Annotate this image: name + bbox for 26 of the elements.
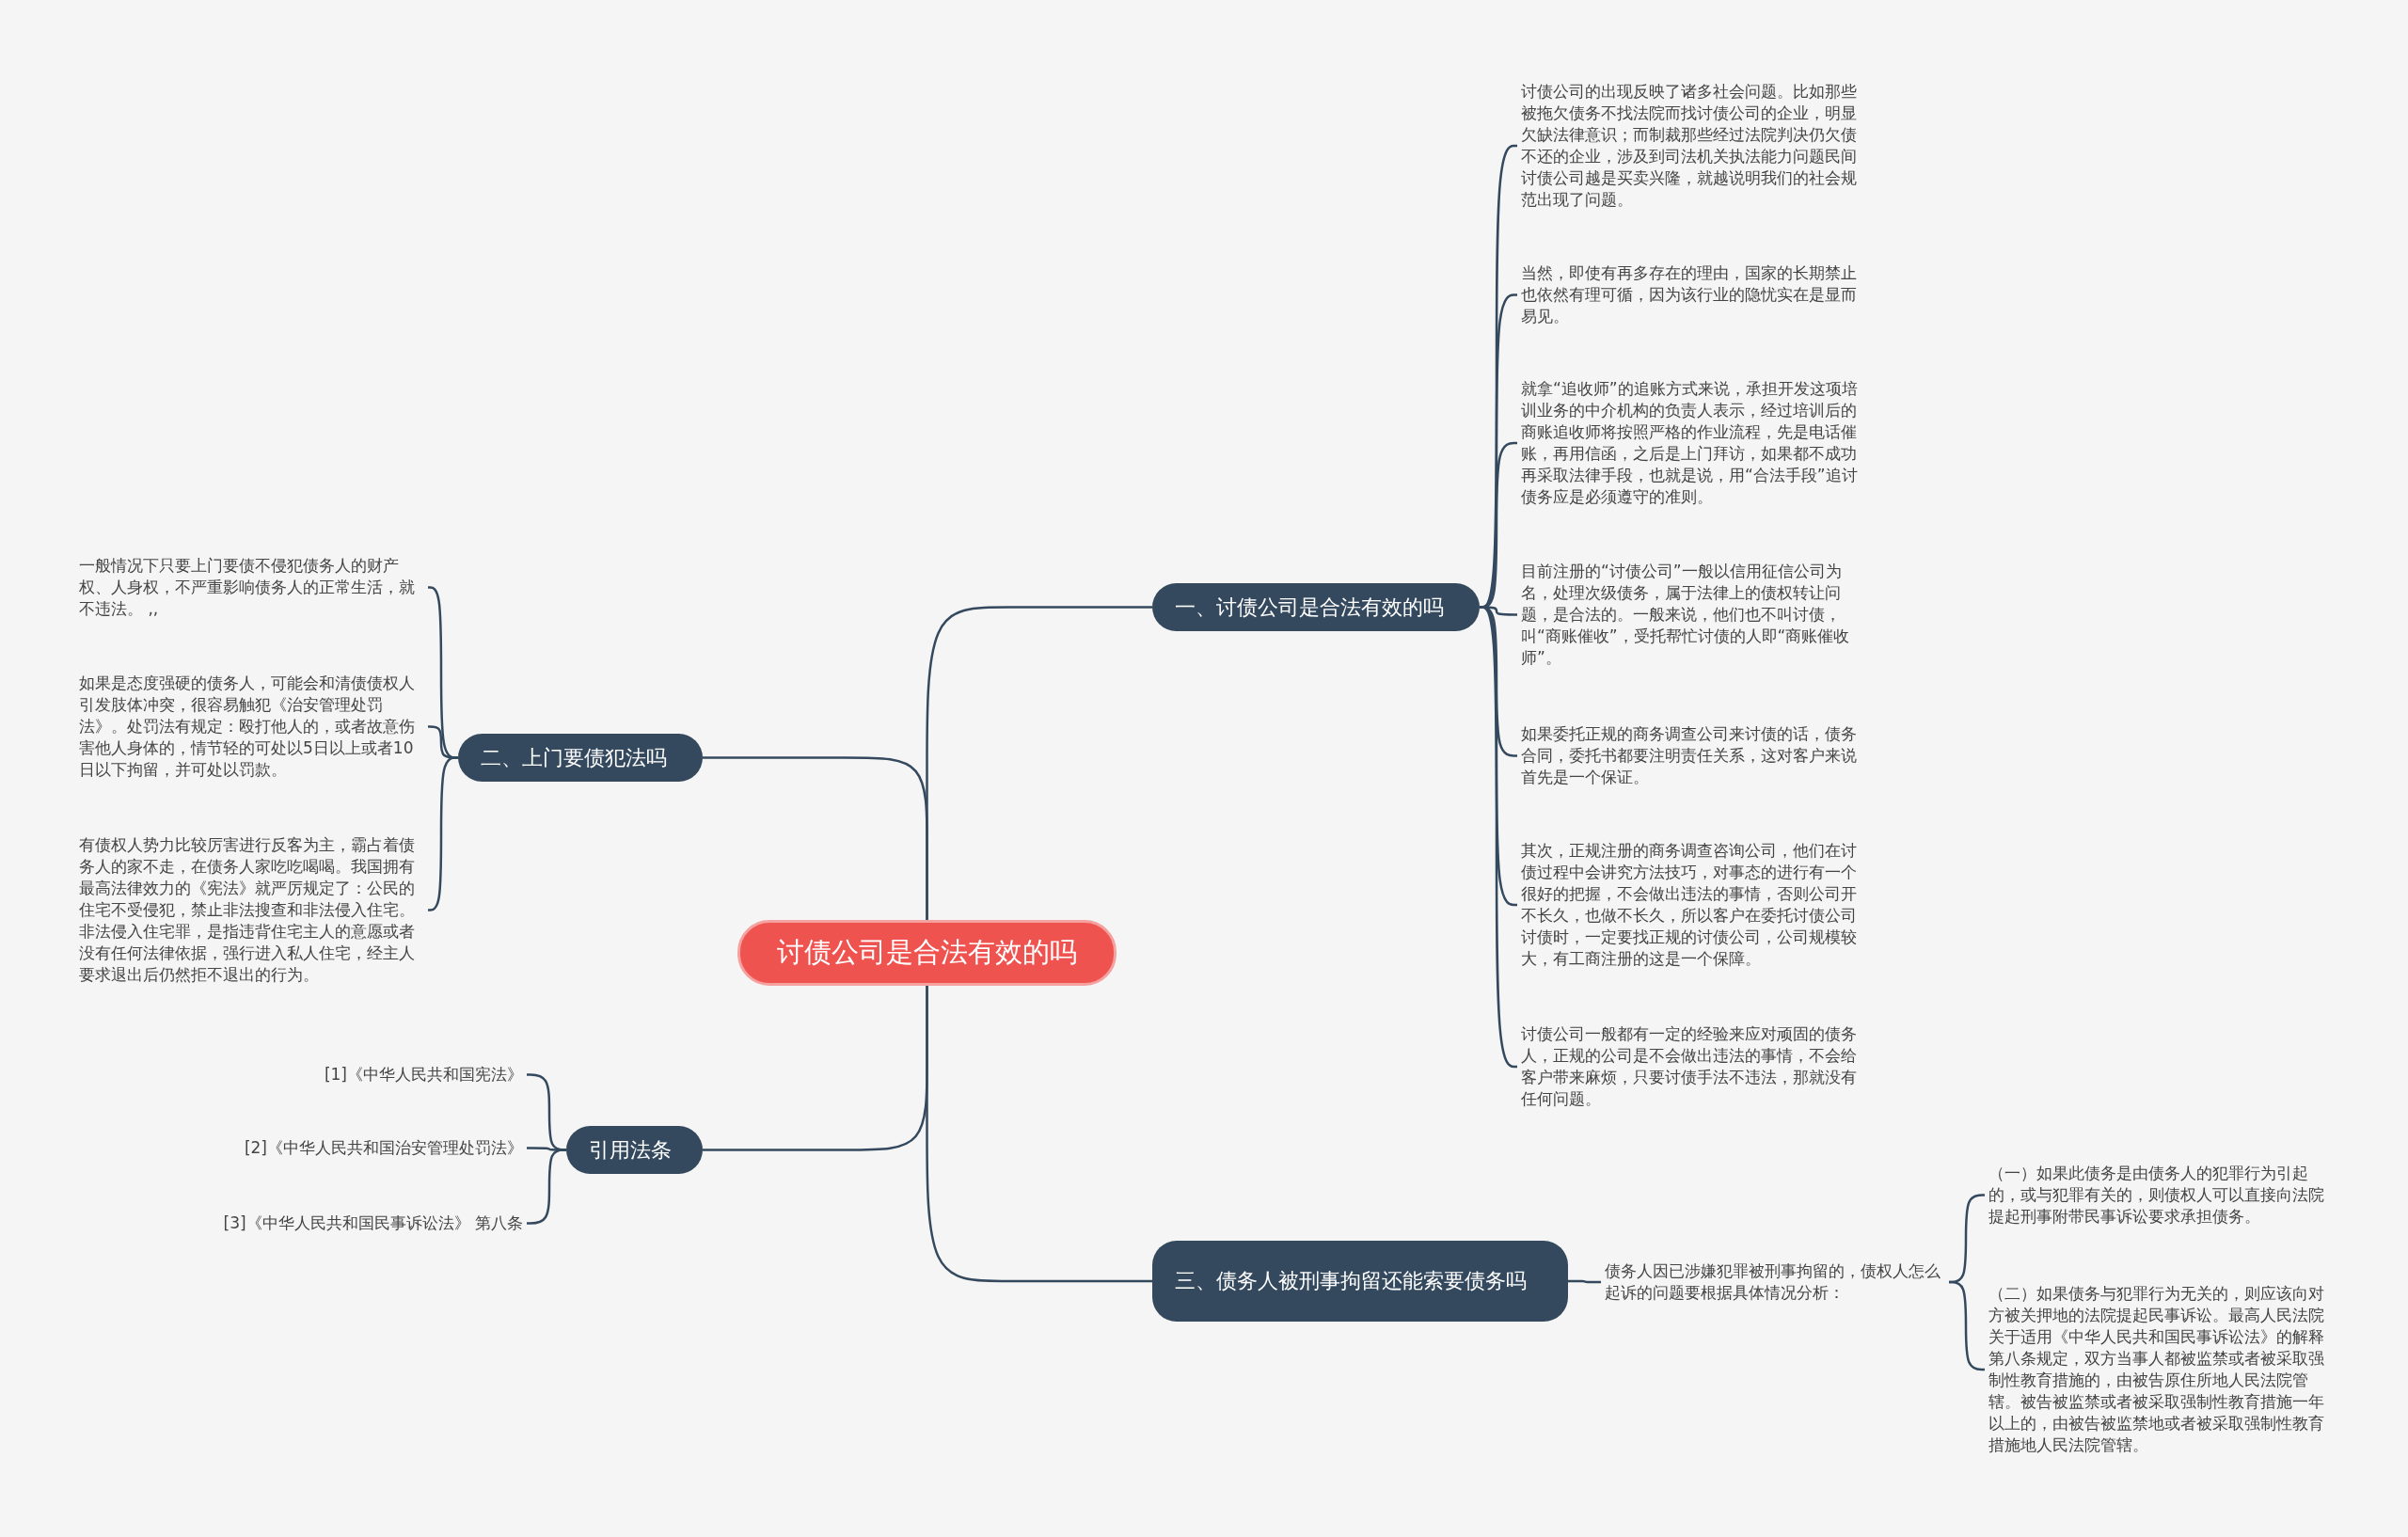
connector-line — [926, 986, 1152, 1283]
note-text: 讨债公司的出现反映了诸多社会问题。比如那些被拖欠债务不找法院而找讨债公司的企业，明显欠缺法律意识；而制裁那些经过法院判决仍欠债不还的企业，涉及到司法机关执法能力问题民间讨债公司越是买卖兴隆，就越说明我们的社会规范出现了问题。 — [1517, 81, 1870, 211]
note-text: 如果是态度强硬的债务人，可能会和清债债权人引发肢体冲突，很容易触犯《治安管理处罚法》。处罚法有规定：殴打他人的，或者故意伤害他人身体的，情节轻的可处以5日以上或者10日以下拘留，并可处以罚款。 — [75, 673, 428, 781]
citation-text: [1]《中华人民共和国宪法》 — [188, 1064, 527, 1085]
connector-line — [1949, 1280, 1985, 1371]
branch-topic: 三、债务人被刑事拘留还能索要债务吗 — [1152, 1241, 1568, 1322]
note-text: 一般情况下只要上门要债不侵犯债务人的财产权、人身权，不严重影响债务人的正常生活，就不违法。 ,, — [75, 555, 428, 620]
note-text: 讨债公司一般都有一定的经验来应对顽固的债务人，正规的公司是不会做出违法的事情，不会给客户带来麻烦，只要讨债手法不违法，那就没有任何问题。 — [1517, 1023, 1870, 1110]
note-text: 当然，即使有再多存在的理由，国家的长期禁止也依然有理可循，因为该行业的隐忧实在是显而易见。 — [1517, 262, 1870, 327]
central-topic: 讨债公司是合法有效的吗 — [737, 920, 1117, 986]
connector-line — [1568, 1279, 1601, 1284]
citation-text: [2]《中华人民共和国治安管理处罚法》 — [188, 1137, 527, 1159]
note-text: 目前注册的“讨债公司”一般以信用征信公司为名，处理次级债务，属于法律上的债权转让问题，是合法的。一般来说，他们也不叫讨债，叫“商账催收”，受托帮忙讨债的人即“商账催收师”。 — [1517, 561, 1870, 669]
branch-topic: 二、上门要债犯法吗 — [458, 734, 703, 782]
citation-text: [3]《中华人民共和国民事诉讼法》 第八条 — [188, 1212, 527, 1234]
note-text: 债务人因已涉嫌犯罪被刑事拘留的，债权人怎么起诉的问题要根据具体情况分析： — [1601, 1260, 1949, 1304]
note-text: 有债权人势力比较厉害进行反客为主，霸占着债务人的家不走，在债务人家吃吃喝喝。我国拥有最高法律效力的《宪法》就严厉规定了：公民的住宅不受侵犯，禁止非法搜查和非法侵入住宅。非法侵入住宅罪，是指违背住宅主人的意愿或者没有任何法律依据，强行进入私人住宅，经主人要求退出后仍然拒不退出的行为。 — [75, 834, 428, 986]
connector-line — [428, 756, 458, 911]
branch-topic: 一、讨债公司是合法有效的吗 — [1152, 583, 1480, 631]
note-text: 如果委托正规的商务调查公司来讨债的话，债务合同，委托书都要注明责任关系，这对客户来说首先是一个保证。 — [1517, 723, 1870, 788]
branch-topic: 引用法条 — [566, 1126, 703, 1174]
note-text: 其次，正规注册的商务调查咨询公司，他们在讨债过程中会讲究方法技巧，对事态的进行有一个很好的把握，不会做出违法的事情，否则公司开不长久，也做不长久，所以客户在委托讨债公司讨债时，一定要找正规的讨债公司，公司规模较大，有工商注册的这是一个保障。 — [1517, 840, 1870, 970]
note-text: （一）如果此债务是由债务人的犯罪行为引起的，或与犯罪有关的，则债权人可以直接向法院提起刑事附带民事诉讼要求承担债务。 — [1985, 1163, 2337, 1228]
connector-line — [703, 756, 928, 920]
note-text: （二）如果债务与犯罪行为无关的，则应该向对方被关押地的法院提起民事诉讼。最高人民法院关于适用《中华人民共和国民事诉讼法》的解释第八条规定，双方当事人都被监禁或者被采取强制性教育措施的，由被告原住所地人民法院管辖。被告被监禁或者被采取强制性教育措施一年以上的，由被告被监禁地或者被采取强制性教育措施地人民法院管辖。 — [1985, 1283, 2337, 1456]
note-text: 就拿“追收师”的追账方式来说，承担开发这项培训业务的中介机构的负责人表示，经过培训后的商账追收师将按照严格的作业流程，先是电话催账，再用信函，之后是上门拜访，如果都不成功再采取法律手段，也就是说，用“合法手段”追讨债务应是必须遵守的准则。 — [1517, 378, 1870, 508]
